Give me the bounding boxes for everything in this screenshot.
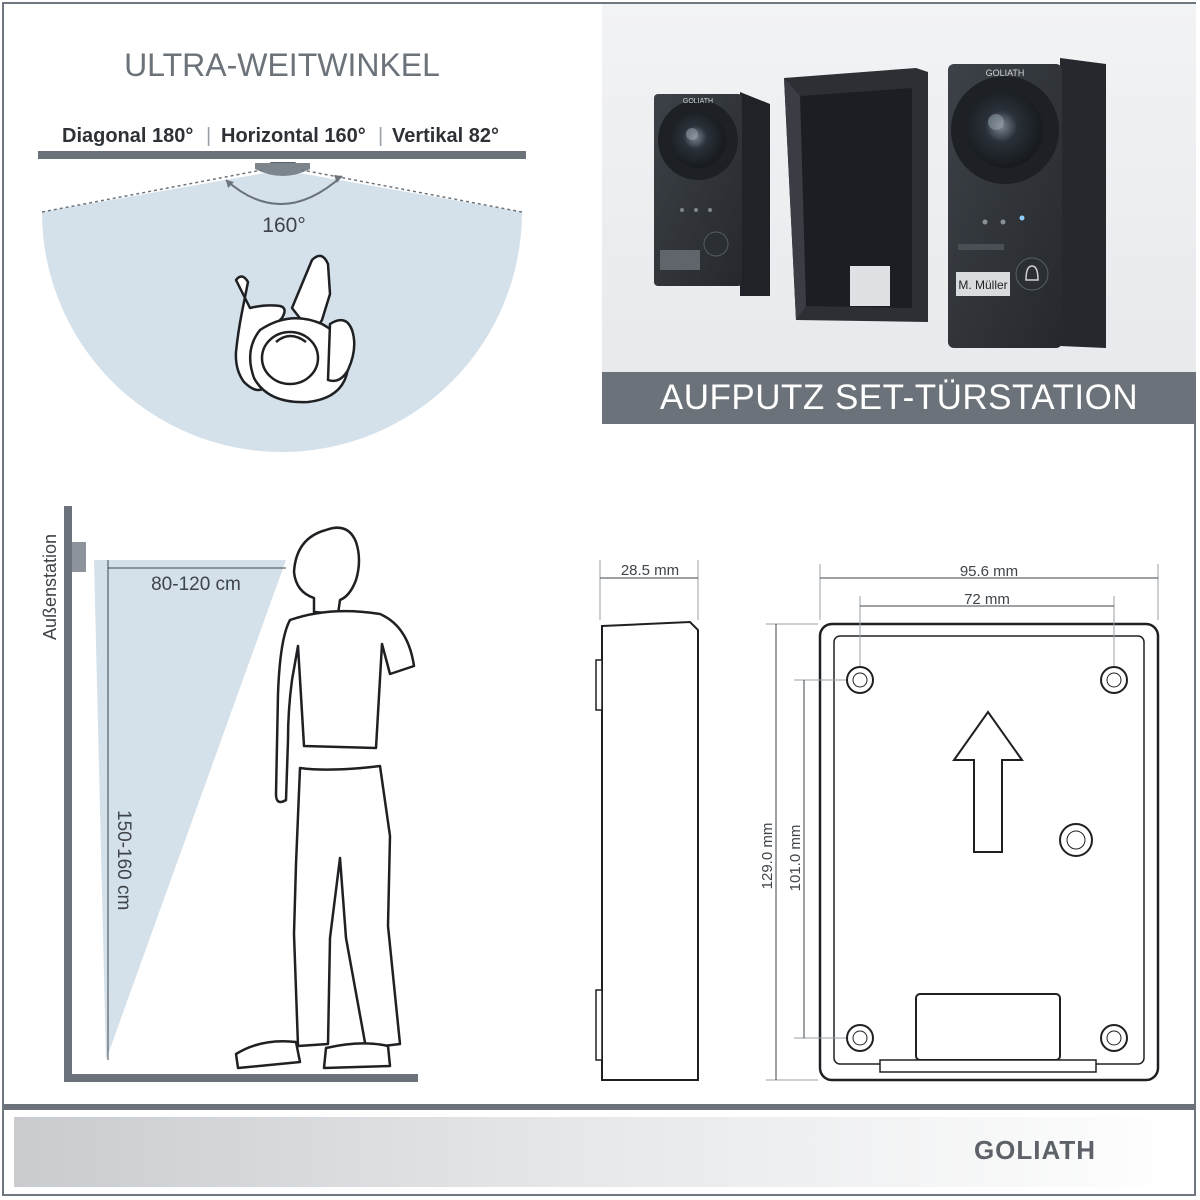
arrow-up-icon xyxy=(952,710,1024,853)
mounting-section: Außenstation 80-120 cm 150-160 cm xyxy=(40,506,418,1082)
depth-label: 28.5 mm xyxy=(621,562,679,579)
fov-separator: | xyxy=(378,125,383,147)
angle-label: 160° xyxy=(262,214,305,237)
distance-label: 80-120 cm xyxy=(151,574,241,595)
wall xyxy=(64,506,72,1082)
height-total-label: 129.0 mm xyxy=(759,823,776,890)
product-photos: GOLIATH GOLIATH M. Müller xyxy=(654,58,1106,348)
view-cone xyxy=(94,560,286,1060)
height-holes-label: 101.0 mm xyxy=(787,825,804,892)
back-view: 95.6 mm 72 mm 129.0 mm 101.0 mm xyxy=(759,563,1160,1082)
brand-logo: GOLIATH xyxy=(973,1135,1096,1165)
person-standing-icon xyxy=(234,526,416,1070)
fov-section: ULTRA-WEITWINKEL Diagonal 180° | Horizon… xyxy=(38,47,526,452)
nameplate-text: M. Müller xyxy=(958,278,1007,292)
width-holes-label: 72 mm xyxy=(964,591,1010,608)
side-view: 28.5 mm xyxy=(595,560,699,1081)
svg-text:GOLIATH: GOLIATH xyxy=(683,98,713,105)
width-total-label: 95.6 mm xyxy=(960,563,1018,580)
angle-arc xyxy=(225,175,343,205)
fov-horizontal: Horizontal 160° xyxy=(221,125,366,147)
height-label: 150-160 cm xyxy=(113,810,134,910)
fov-title: ULTRA-WEITWINKEL xyxy=(124,47,440,83)
station-icon xyxy=(72,542,86,572)
fov-separator: | xyxy=(206,125,211,147)
footer-divider xyxy=(4,1104,1196,1110)
surface-mount-box xyxy=(784,68,928,322)
bell-icon xyxy=(1025,265,1039,281)
wall-bar xyxy=(38,151,526,159)
door-station-mounted: GOLIATH xyxy=(654,92,770,296)
camera-icon xyxy=(255,163,310,176)
footer-bar xyxy=(14,1117,1186,1187)
floor xyxy=(64,1074,418,1082)
station-label: Außenstation xyxy=(40,534,60,640)
fov-vertical: Vertikal 82° xyxy=(392,125,499,147)
person-topview-icon xyxy=(234,254,356,404)
brand-small: GOLIATH xyxy=(986,68,1025,78)
product-banner: AUFPUTZ SET-TÜRSTATION xyxy=(602,372,1196,424)
door-station-front: GOLIATH M. Müller xyxy=(948,58,1106,348)
fov-diagonal: Diagonal 180° xyxy=(62,125,193,147)
dimension-drawings: 28.5 mm 95.6 mm 72 mm xyxy=(595,560,1160,1082)
